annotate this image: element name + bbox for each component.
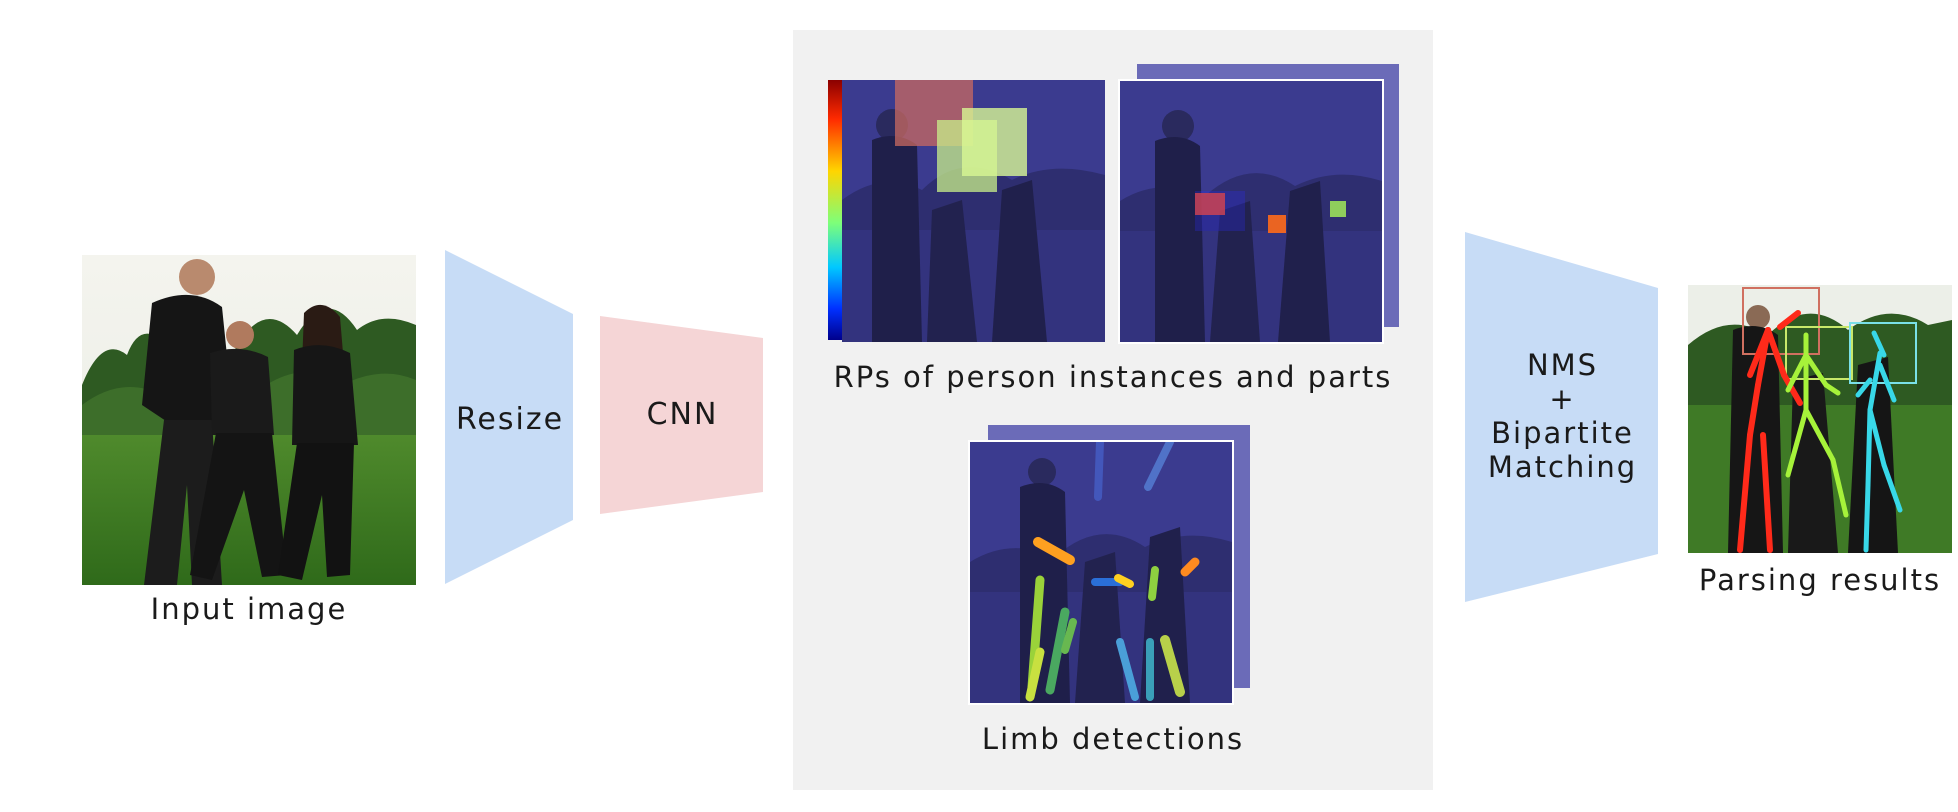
input-image bbox=[82, 255, 416, 585]
resize-block bbox=[445, 250, 575, 584]
limb-caption: Limb detections bbox=[981, 722, 1245, 756]
nms-matching-block bbox=[1465, 232, 1660, 602]
limb-heatmap bbox=[968, 440, 1234, 705]
nms-label-line4: Matching bbox=[1487, 450, 1638, 484]
parsing-result-image bbox=[1688, 285, 1952, 553]
nms-label: NMS + Bipartite Matching bbox=[1465, 348, 1660, 484]
cnn-block bbox=[600, 316, 765, 516]
rps-caption: RPs of person instances and parts bbox=[833, 360, 1393, 394]
cnn-label: CNN bbox=[646, 397, 719, 432]
resize-label: Resize bbox=[455, 402, 565, 437]
nms-label-line1: NMS bbox=[1526, 348, 1599, 382]
nms-label-line3: Bipartite bbox=[1491, 416, 1634, 450]
rp-parts-heatmap bbox=[1118, 79, 1384, 344]
colorbar-icon bbox=[828, 80, 842, 340]
output-caption: Parsing results bbox=[1698, 563, 1942, 597]
nms-label-line2: + bbox=[1549, 382, 1576, 416]
rp-person-heatmap bbox=[842, 80, 1105, 342]
input-caption: Input image bbox=[150, 592, 348, 626]
